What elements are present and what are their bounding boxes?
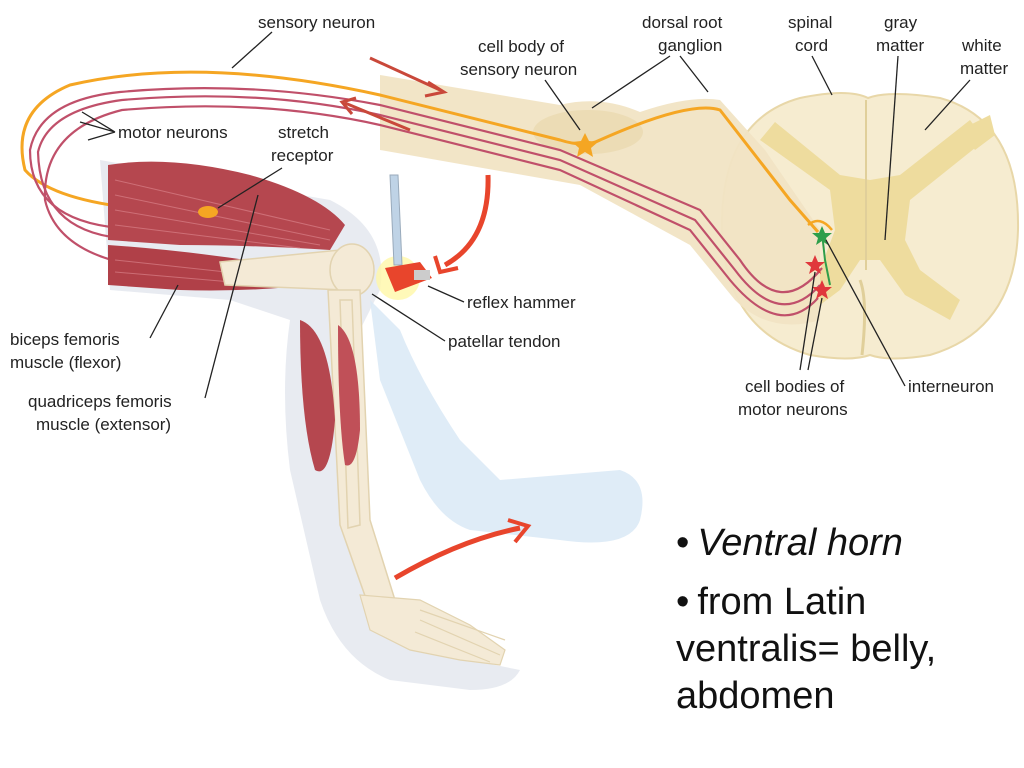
label-motor-cell-bodies-1: cell bodies of [745,377,845,396]
bullet-dot: • [676,581,690,623]
label-stretch-receptor-2: receptor [271,146,334,165]
calf-muscles [300,320,360,472]
stretch-receptor-marker [198,206,218,218]
label-white-matter-1: white [961,36,1002,55]
label-biceps-2: muscle (flexor) [10,353,121,372]
label-dorsal-root-2: ganglion [658,36,722,55]
motor-cell-body-1 [805,255,825,274]
label-quadriceps-2: muscle (extensor) [36,415,171,434]
calf-muscle-1 [300,320,335,472]
label-sensory-neuron: sensory neuron [258,13,375,32]
sensory-cell-body [572,133,598,157]
label-quadriceps-1: quadriceps femoris [28,392,172,411]
bullet-list: •Ventral horn •from Latin ventralis= bel… [676,520,1016,732]
nerve-direction-arrows [339,56,448,132]
label-motor-cell-bodies-2: motor neurons [738,400,848,419]
motor-cell-body-2 [812,280,832,299]
bullet-text: Ventral horn [697,522,903,564]
action-arrows [393,174,532,581]
label-biceps-1: biceps femoris [10,330,120,349]
diagram-labels: sensory neuron motor neurons stretch rec… [10,13,1009,434]
gray-matter [760,120,985,320]
sensory-neuron-fiber [20,70,820,233]
interneuron-cell-body [812,226,832,245]
foot-bones [359,594,506,666]
label-cell-body-1: cell body of [478,37,564,56]
label-spinal-cord-1: spinal [788,13,832,32]
calf-muscle-2 [338,325,360,466]
label-gray-matter-2: matter [876,36,925,55]
label-cell-body-2: sensory neuron [460,60,577,79]
label-white-matter-2: matter [960,59,1009,78]
bullet-text: from Latin ventralis= belly, abdomen [676,581,937,717]
label-motor-neurons: motor neurons [118,123,228,142]
label-spinal-cord-2: cord [795,36,828,55]
label-reflex-hammer: reflex hammer [467,293,576,312]
spinal-connections [572,133,833,299]
reflex-hammer-icon [376,174,432,300]
label-patellar-tendon: patellar tendon [448,332,560,351]
dorsal-root-ganglion [533,110,643,154]
label-interneuron: interneuron [908,377,994,396]
label-dorsal-root-1: dorsal root [642,13,723,32]
bullet-ventral-horn: •Ventral horn [676,520,1016,567]
motor-neuron-fibers [28,87,823,317]
label-gray-matter-1: gray [884,13,918,32]
nerve-sheath [380,75,820,325]
label-stretch-receptor-1: stretch [278,123,329,142]
bullet-latin-origin: •from Latin ventralis= belly, abdomen [676,579,1016,720]
bullet-dot: • [676,522,690,564]
